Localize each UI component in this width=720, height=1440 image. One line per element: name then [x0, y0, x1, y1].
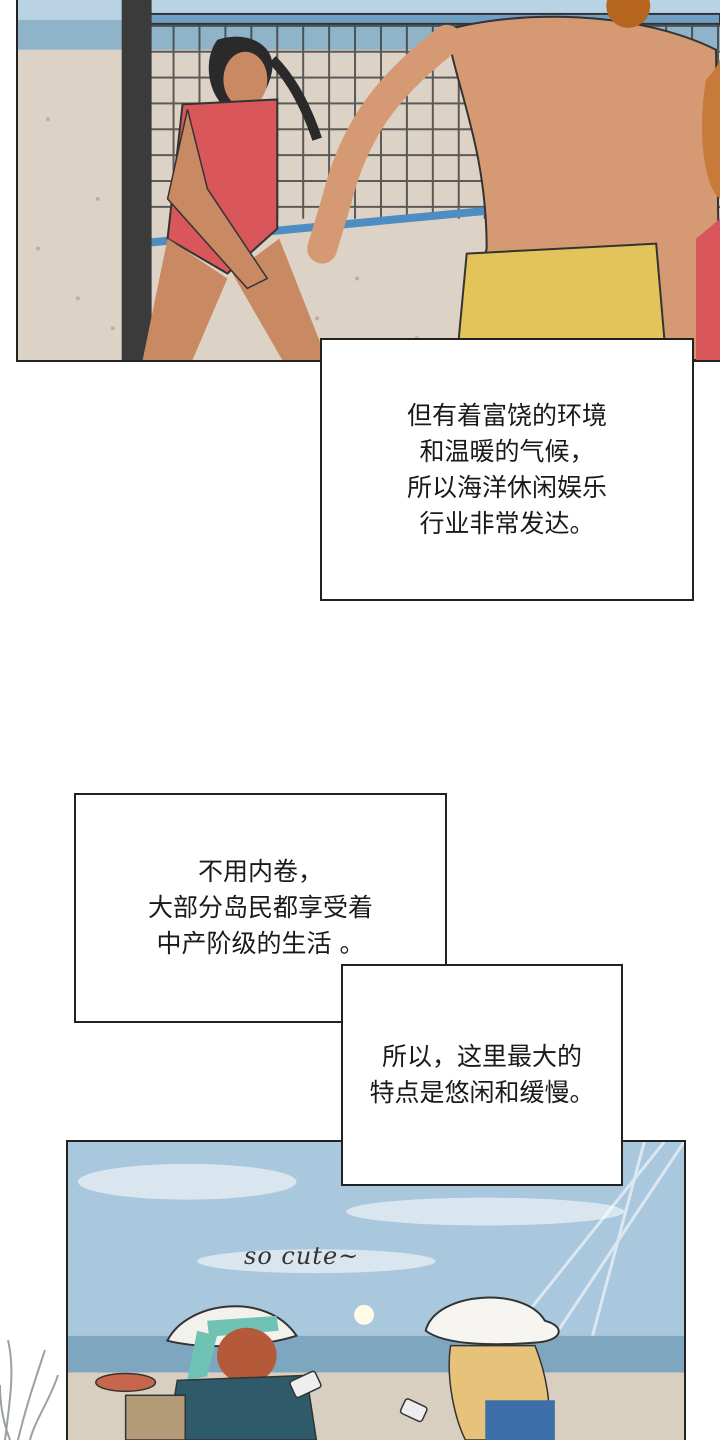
grass-decoration — [0, 1339, 59, 1440]
narration-line: 大部分岛民都享受着 — [147, 893, 373, 922]
net-pole — [121, 0, 152, 360]
narration-box-3: 所以，这里最大的 特点是悠闲和缓慢。 — [341, 964, 623, 1186]
narration-line: 所以海洋休闲娱乐 — [406, 472, 607, 502]
narration-line: 中产阶级的生活 。 — [156, 929, 365, 958]
narration-box-1: 但有着富饶的环境 和温暖的气候， 所以海洋休闲娱乐 行业非常发达。 — [320, 338, 694, 601]
narration-line: 行业非常发达。 — [419, 508, 595, 538]
basket — [124, 1394, 186, 1440]
narration-line: 特点是悠闲和缓慢。 — [369, 1078, 595, 1107]
inflatable-ring — [95, 1372, 157, 1393]
girl-with-ribbon-hat — [165, 1305, 322, 1440]
so-cute-sfx: so cute~ — [244, 1242, 360, 1270]
narration-line: 和温暖的气候， — [419, 436, 595, 466]
narration-line: 所以，这里最大的 — [381, 1042, 582, 1071]
clouds — [77, 1163, 625, 1274]
side-player — [696, 49, 720, 360]
woman-player — [142, 36, 328, 360]
narration-line: 不用内卷， — [197, 857, 323, 886]
woman-with-sunhat — [399, 1296, 560, 1440]
beach-volleyball-illustration — [18, 0, 720, 360]
beach-volleyball-panel — [16, 0, 720, 362]
man-player — [307, 0, 720, 360]
beach-relax-illustration — [68, 1142, 684, 1440]
narration-line: 但有着富饶的环境 — [406, 400, 607, 430]
sun-glare — [354, 1304, 375, 1325]
